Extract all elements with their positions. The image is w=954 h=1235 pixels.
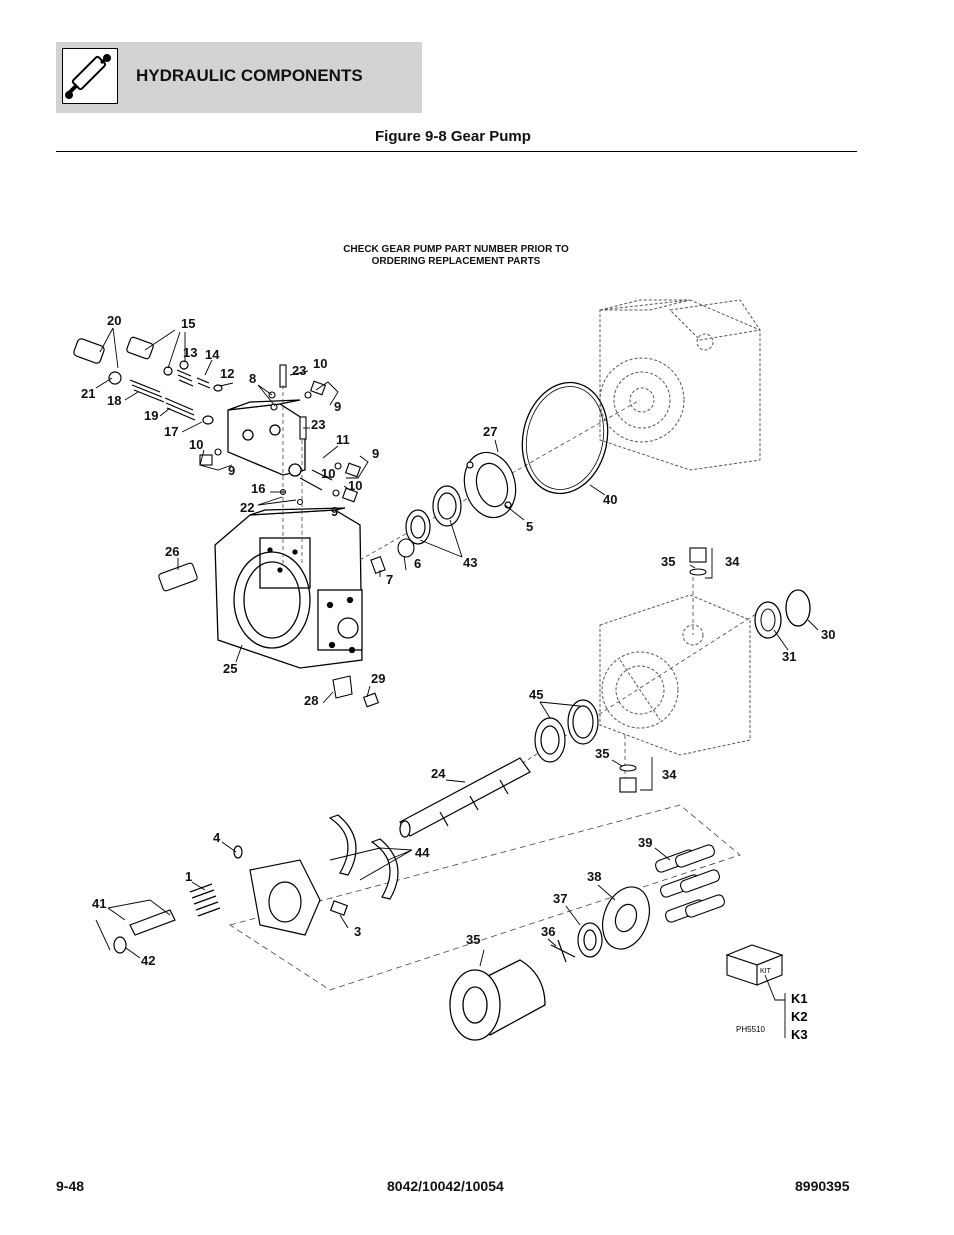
drive-shaft: [399, 757, 531, 838]
callout-6: 6: [414, 556, 421, 571]
callout-16: 16: [251, 481, 265, 496]
callout-23-mid: 23: [311, 417, 325, 432]
callout-13: 13: [183, 345, 197, 360]
callout-34-upper: 34: [725, 554, 740, 569]
retainer: [550, 922, 603, 963]
note-line-2: ORDERING REPLACEMENT PARTS: [371, 256, 541, 267]
callout-3: 3: [354, 924, 361, 939]
kit-box-icon: [725, 944, 784, 986]
callout-1: 1: [185, 869, 192, 884]
kit-label-k3: K3: [791, 1027, 808, 1042]
callout-10-mid: 10: [321, 466, 335, 481]
callout-38: 38: [587, 869, 601, 884]
figure-title: Figure 9-8 Gear Pump: [375, 128, 531, 145]
callout-10-low: 10: [348, 478, 362, 493]
callout-15: 15: [181, 316, 195, 331]
callout-20: 20: [107, 313, 121, 328]
callout-40: 40: [603, 492, 617, 507]
callout-9-right: 9: [372, 446, 379, 461]
callout-35-lower: 35: [466, 932, 480, 947]
section-header: HYDRAULIC COMPONENTS: [56, 42, 422, 113]
valve-plate: [463, 451, 517, 519]
hydraulic-cylinder-icon: [62, 48, 118, 104]
callout-9-low: 9: [331, 504, 338, 519]
plug-assemblies: [619, 547, 707, 793]
callout-30: 30: [821, 627, 835, 642]
callout-4: 4: [213, 830, 221, 845]
photo-id: PH5510: [736, 1025, 765, 1034]
cradle-bracket: [113, 845, 349, 954]
snap-ring: [785, 589, 811, 627]
callout-10-left: 10: [189, 437, 203, 452]
callout-36: 36: [541, 924, 555, 939]
piston-set: [655, 844, 725, 923]
callout-14: 14: [205, 347, 220, 362]
shaft-bearing: [534, 699, 599, 763]
valve-components: [73, 336, 223, 425]
retainer-plate: [602, 886, 650, 950]
bearing-set: [405, 485, 462, 545]
callout-12: 12: [220, 366, 234, 381]
callout-44: 44: [415, 845, 430, 860]
callout-23-top: 23: [292, 363, 306, 378]
callout-17: 17: [164, 424, 178, 439]
header-rule: [56, 151, 857, 152]
callout-26: 26: [165, 544, 179, 559]
model-numbers: 8042/10042/10054: [387, 1178, 504, 1194]
callout-25: 25: [223, 661, 237, 676]
callout-34-lower: 34: [662, 767, 677, 782]
document-number: 8990395: [795, 1178, 850, 1194]
section-title: HYDRAULIC COMPONENTS: [136, 66, 363, 85]
callout-29: 29: [371, 671, 385, 686]
callout-11: 11: [336, 432, 350, 447]
callout-41: 41: [92, 896, 106, 911]
callout-labels: 20 15 13 14 21 18 12 8 23 10 9 19 17 23 …: [81, 313, 835, 968]
callout-5: 5: [526, 519, 533, 534]
note-line-1: CHECK GEAR PUMP PART NUMBER PRIOR TO: [343, 244, 569, 255]
upper-pump-housing: [599, 299, 761, 471]
callout-8: 8: [249, 371, 256, 386]
control-block: [227, 399, 306, 477]
rotating-group-outline: [229, 804, 741, 991]
kit-box-label: KIT: [760, 968, 772, 975]
lower-pump-housing: [599, 594, 751, 756]
callout-28: 28: [304, 693, 318, 708]
cylinder-barrel: [449, 959, 546, 1041]
page-number: 9-48: [56, 1178, 85, 1194]
shaft-seal: [754, 601, 782, 639]
callout-31: 31: [782, 649, 796, 664]
callout-7: 7: [386, 572, 393, 587]
callout-35-mid: 35: [595, 746, 609, 761]
callout-27: 27: [483, 424, 497, 439]
callout-9-top: 9: [334, 399, 341, 414]
swash-plate: [328, 814, 399, 900]
callout-42: 42: [141, 953, 155, 968]
callout-45: 45: [529, 687, 543, 702]
kit-label-k1: K1: [791, 991, 808, 1006]
callout-10-top: 10: [313, 356, 327, 371]
callout-43: 43: [463, 555, 477, 570]
main-housing: [214, 507, 363, 669]
figure-note: CHECK GEAR PUMP PART NUMBER PRIOR TO ORD…: [310, 244, 602, 268]
callout-37: 37: [553, 891, 567, 906]
seal-ring: [521, 381, 609, 495]
callout-39: 39: [638, 835, 652, 850]
callout-19: 19: [144, 408, 158, 423]
callout-21: 21: [81, 386, 95, 401]
leader-lines: [95, 327, 819, 1038]
kit-label-k2: K2: [791, 1009, 808, 1024]
fasteners: [158, 364, 415, 708]
callout-18: 18: [107, 393, 121, 408]
callout-35-upper: 35: [661, 554, 675, 569]
callout-22: 22: [240, 500, 254, 515]
callout-9-left: 9: [228, 463, 235, 478]
callout-24: 24: [431, 766, 446, 781]
